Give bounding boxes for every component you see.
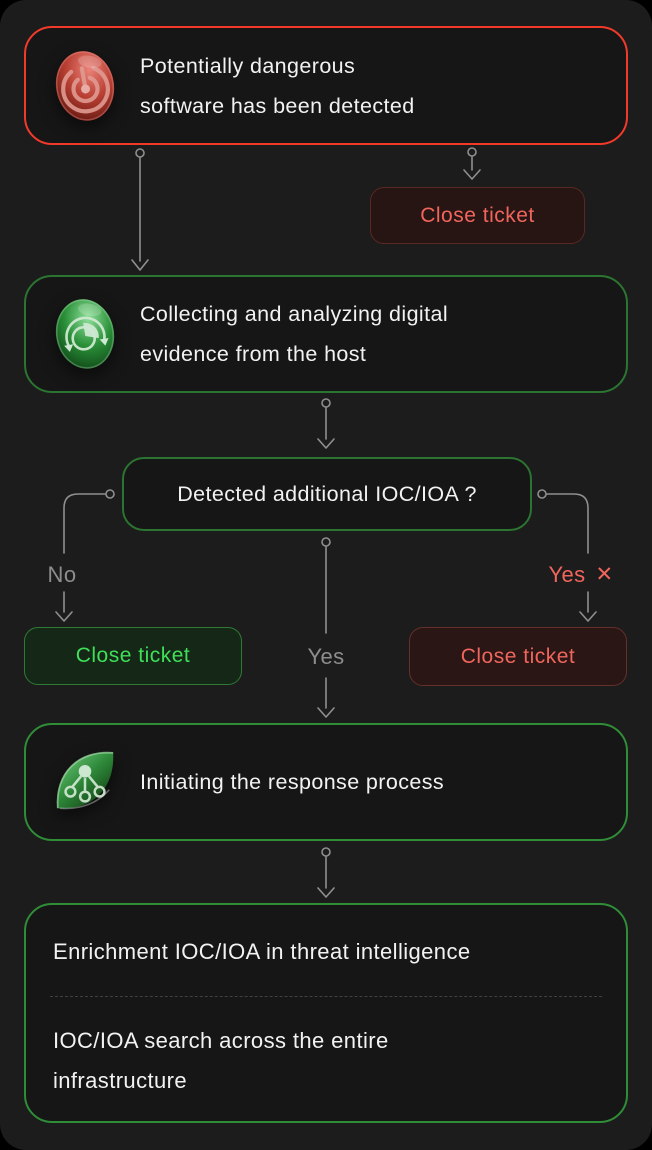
node-collect-evidence: Collecting and analyzing digital evidenc… <box>24 275 628 393</box>
close-ticket-yes-button[interactable]: Close ticket <box>409 627 627 686</box>
branch-label-yes-right-text: Yes <box>548 562 586 587</box>
branch-label-no: No <box>47 562 77 587</box>
decision-box-label: Detected additional IOC/IOA ? <box>177 482 477 506</box>
response-network-icon <box>52 743 118 821</box>
close-ticket-no-label: Close ticket <box>75 644 191 667</box>
node-enrichment-search: Enrichment IOC/IOA in threat intelligenc… <box>24 903 628 1123</box>
analysis-pie-icon <box>52 295 118 373</box>
final-box-line2: IOC/IOA search across the entire <box>53 1028 389 1053</box>
node-initiate-response: Initiating the response process <box>24 723 628 841</box>
alert-box-line2: software has been detected <box>140 93 415 118</box>
collect-box-line1: Collecting and analyzing digital <box>140 302 449 326</box>
threat-radar-icon <box>52 47 118 125</box>
final-box-line3: infrastructure <box>53 1068 187 1093</box>
branch-label-yes-right: Yes ✕ <box>525 562 637 588</box>
dashed-divider <box>50 996 602 997</box>
close-ticket-no-button[interactable]: Close ticket <box>24 627 242 685</box>
alert-box-text: Potentially dangerous software has been … <box>140 46 415 126</box>
alert-box-line1: Potentially dangerous <box>140 53 356 78</box>
close-ticket-top-button[interactable]: Close ticket <box>370 187 585 244</box>
collect-box-line2: evidence from the host <box>140 342 367 366</box>
branch-label-yes-center: Yes <box>307 644 345 669</box>
node-alert-detected: Potentially dangerous software has been … <box>24 26 628 145</box>
collect-box-text: Collecting and analyzing digital evidenc… <box>140 294 448 374</box>
final-box-line1: Enrichment IOC/IOA in threat intelligenc… <box>53 939 471 964</box>
close-ticket-yes-label: Close ticket <box>460 644 576 668</box>
node-decision-ioc-ioa: Detected additional IOC/IOA ? <box>122 457 532 531</box>
response-box-label: Initiating the response process <box>140 770 445 794</box>
x-mark-icon: ✕ <box>595 563 614 586</box>
close-ticket-top-label: Close ticket <box>420 203 535 227</box>
